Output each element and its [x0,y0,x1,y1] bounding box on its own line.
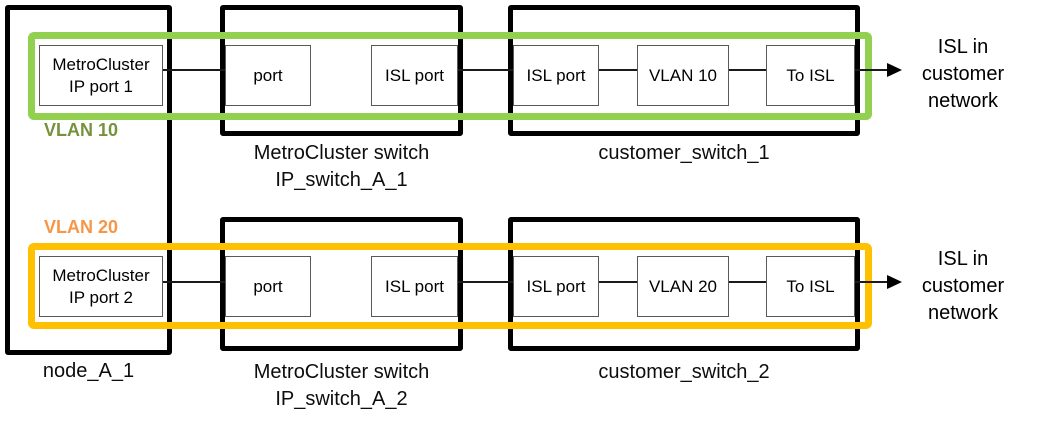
isl-arrow-line-2 [855,281,888,283]
node-a1-box [5,5,172,355]
mc-switch-1-isl-port-box: ISL port [371,45,458,106]
mc-switch-2-caption-line1: MetroCluster switch [253,361,430,383]
customer-switch-2-vlan-box: VLAN 20 [637,256,729,317]
mc-switch-1-caption-line2: IP_switch_A_1 [275,169,408,191]
isl-note-1-line3: network [927,90,999,112]
mc-switch-1-caption-line1: MetroCluster switch [253,142,430,164]
connector-nodeport2-to-port [163,281,225,283]
isl-note-2-line1: ISL in [937,248,989,270]
connector-mcisl1-to-custisl1 [456,69,513,71]
isl-note-2: ISL in customer network [888,246,1037,327]
customer-switch-1-to-isl-box: To ISL [766,45,855,106]
customer-switch-2-box [508,217,860,351]
node-a1-label: node_A_1 [42,360,135,382]
mc-switch-2-isl-port-box: ISL port [371,256,458,317]
vlan10-label: VLAN 10 [44,120,119,140]
isl-note-2-line2: customer [921,275,1005,297]
mc-switch-2-port-box: port [225,256,311,317]
connector-vlan20-to-toisl2 [729,281,766,283]
connector-mcisl2-to-custisl2 [456,281,513,283]
vlan20-highlight-rect [28,243,872,329]
mc-switch-2-box [220,217,463,351]
isl-arrowhead-icon-1 [887,63,902,77]
isl-note-1: ISL in customer network [888,34,1037,115]
isl-note-2-line3: network [927,302,999,324]
connector-custisl1-to-vlan10 [599,69,637,71]
connector-vlan10-to-toisl1 [729,69,766,71]
customer-switch-2-caption: customer_switch_2 [598,361,770,383]
isl-arrowhead-icon-2 [887,275,902,289]
node-port1-box: MetroCluster IP port 1 [39,45,163,106]
isl-arrow-line-1 [855,69,888,71]
connector-nodeport1-to-port [163,69,225,71]
node-port2-box: MetroCluster IP port 2 [39,256,163,317]
vlan20-label: VLAN 20 [44,217,119,237]
vlan10-highlight-rect [28,32,872,120]
mc-switch-1-port-box: port [225,45,311,106]
customer-switch-1-caption: customer_switch_1 [598,142,770,164]
customer-switch-1-vlan-box: VLAN 10 [637,45,729,106]
customer-switch-1-isl-port-box: ISL port [513,45,599,106]
mc-switch-2-caption-line2: IP_switch_A_2 [275,388,408,410]
connector-custisl2-to-vlan20 [599,281,637,283]
isl-note-1-line2: customer [921,63,1005,85]
customer-switch-2-isl-port-box: ISL port [513,256,599,317]
isl-note-1-line1: ISL in [937,36,989,58]
customer-switch-2-to-isl-box: To ISL [766,256,855,317]
